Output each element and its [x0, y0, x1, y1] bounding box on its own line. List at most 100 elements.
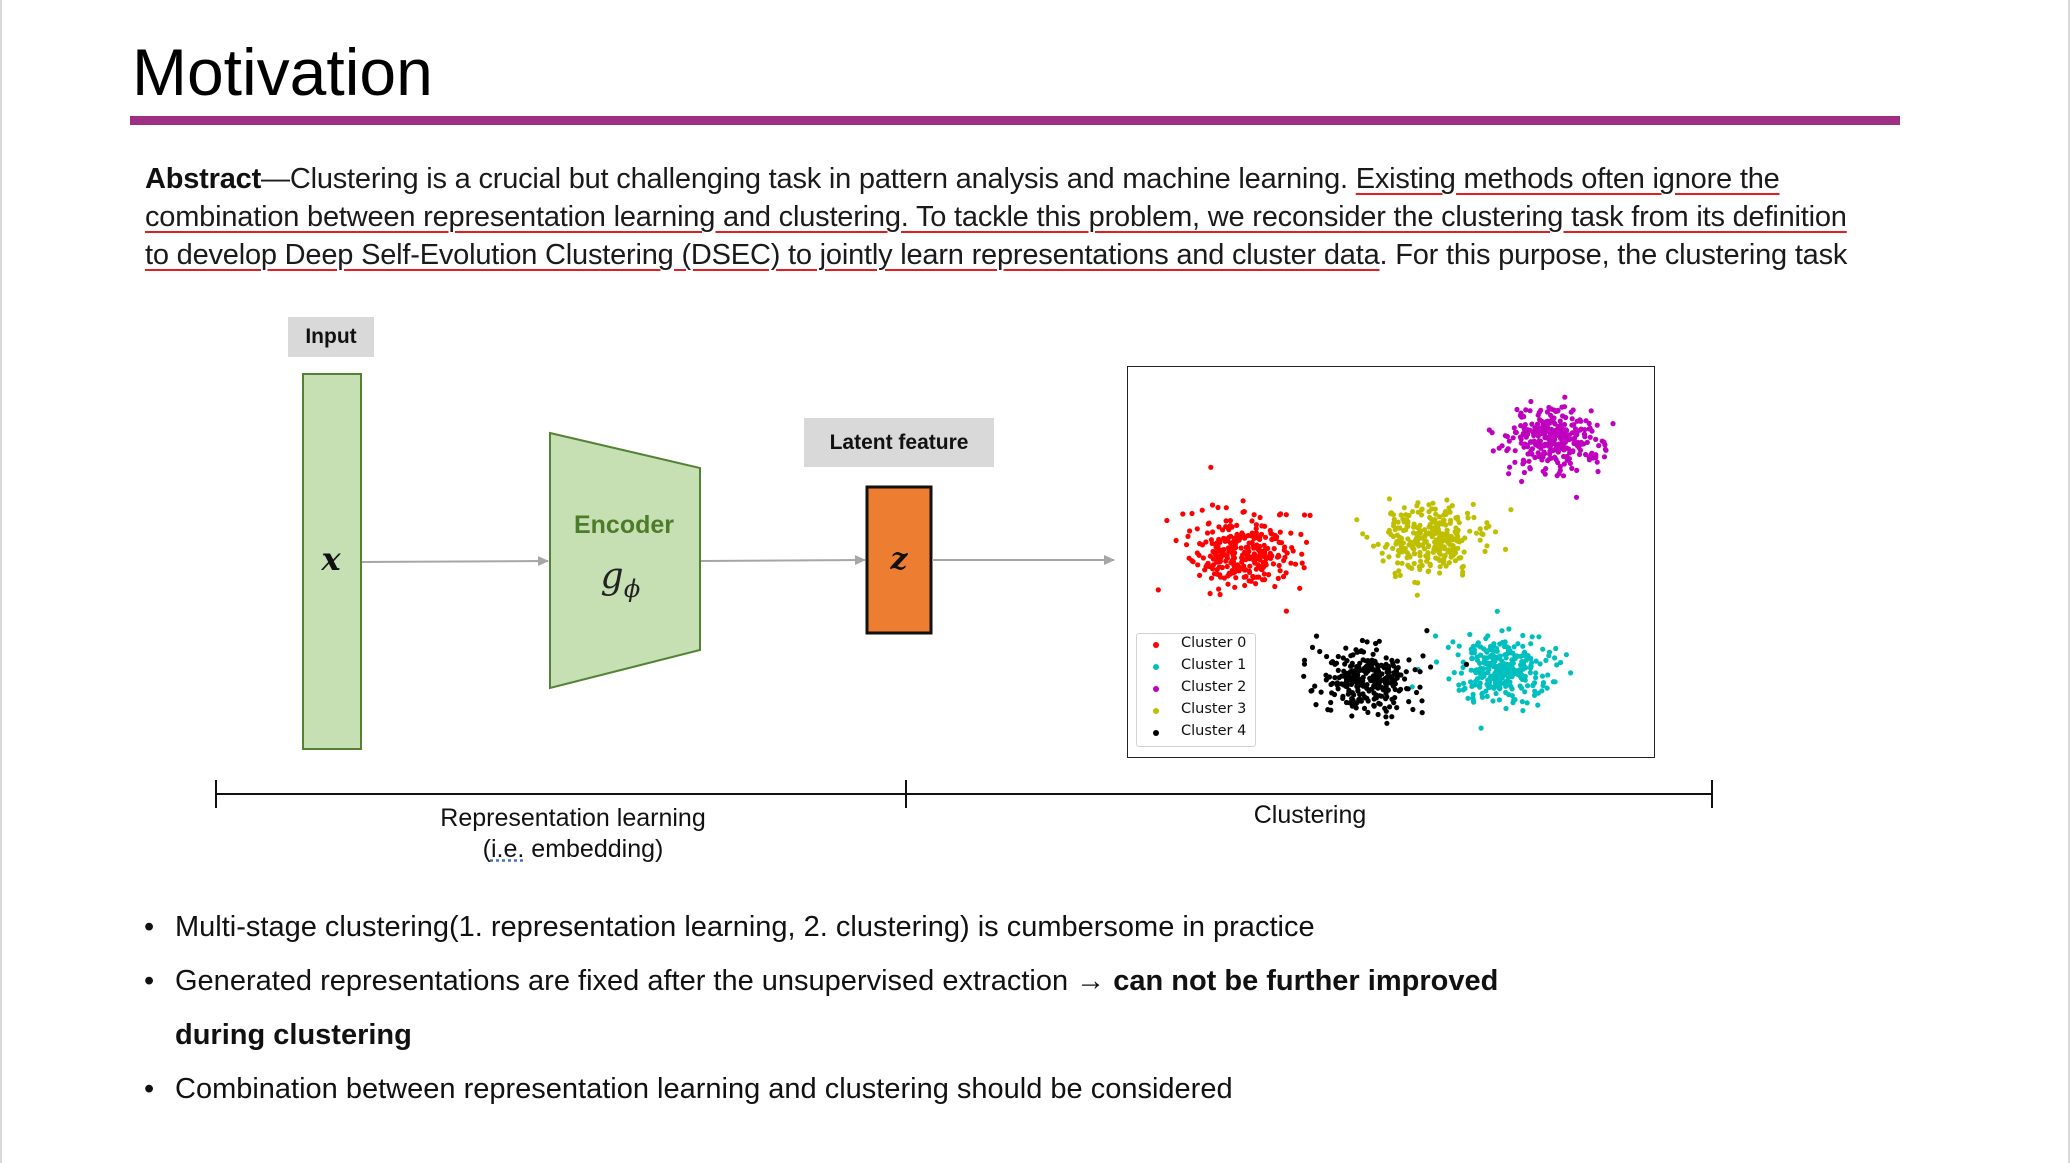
phase-label-representation-learning: Representation learning (i.e. embedding)	[373, 803, 773, 865]
cluster-point	[1557, 418, 1563, 424]
cluster-point	[1245, 544, 1251, 550]
cluster-point	[1391, 516, 1397, 522]
cluster-point	[1416, 564, 1422, 570]
cluster-point	[1527, 466, 1533, 472]
cluster-point	[1246, 540, 1252, 546]
abstract-text: —Clustering is a crucial but challenging…	[261, 163, 1356, 195]
cluster-point	[1455, 545, 1461, 551]
cluster-point	[1486, 427, 1492, 433]
cluster-point	[1524, 700, 1530, 706]
cluster-point	[1364, 639, 1370, 645]
cluster-point	[1443, 563, 1449, 569]
cluster-point	[1610, 421, 1616, 427]
cluster-point	[1234, 522, 1240, 528]
cluster-point	[1518, 410, 1524, 416]
cluster-point	[1223, 518, 1229, 524]
legend-item: Cluster 0	[1137, 634, 1255, 656]
cluster-point	[1252, 553, 1258, 559]
cluster-point	[1493, 690, 1499, 697]
cluster-point	[1576, 451, 1583, 457]
cluster-point	[1283, 608, 1289, 614]
cluster-point	[1380, 558, 1386, 564]
cluster-point	[1515, 671, 1521, 677]
cluster-legend: Cluster 0 Cluster 1 Cluster 2 Cluster 3 …	[1136, 633, 1256, 747]
cluster-point	[1214, 545, 1220, 551]
cluster-point	[1346, 688, 1352, 694]
cluster-point	[1569, 416, 1575, 422]
cluster-point	[1253, 522, 1259, 528]
cluster-point	[1527, 408, 1533, 414]
cluster-point	[1460, 687, 1466, 693]
cluster-point	[1262, 534, 1269, 540]
cluster-point	[1360, 649, 1367, 655]
cluster-point	[1392, 681, 1398, 687]
cluster-point	[1510, 700, 1516, 706]
cluster-point	[1312, 683, 1318, 689]
cluster-point	[1562, 394, 1568, 400]
cluster-point	[1240, 556, 1246, 562]
cluster-point	[1451, 670, 1457, 676]
cluster-point	[1526, 458, 1532, 464]
cluster-point	[1477, 680, 1483, 686]
cluster-point	[1544, 424, 1551, 430]
cluster-point	[1426, 509, 1432, 515]
cluster-point	[1433, 511, 1439, 517]
cluster-point	[1221, 546, 1227, 553]
cluster-point	[1528, 641, 1534, 647]
cluster-point	[1499, 628, 1505, 634]
cluster-point	[1257, 555, 1263, 561]
cluster-point	[1197, 572, 1203, 578]
cluster-point	[1484, 520, 1490, 526]
cluster-point	[1254, 542, 1260, 548]
cluster-point	[1594, 422, 1600, 428]
cluster-point	[1365, 709, 1371, 715]
cluster-point	[1587, 434, 1593, 440]
cluster-point	[1567, 436, 1573, 442]
cluster-point	[1539, 418, 1545, 424]
cluster-point	[1523, 665, 1529, 671]
abstract-line-2: combination between representation learn…	[145, 198, 1847, 236]
cluster-point	[1514, 406, 1520, 413]
cluster-point	[1465, 695, 1471, 701]
cluster-point	[1492, 658, 1498, 664]
cluster-point	[1425, 550, 1431, 556]
cluster-point	[1546, 653, 1552, 659]
cluster-point	[1301, 512, 1308, 518]
cluster-point	[1410, 706, 1416, 713]
cluster-point	[1582, 431, 1588, 438]
cluster-point	[1414, 592, 1420, 598]
cluster-point	[1412, 538, 1418, 544]
cluster-point	[1394, 705, 1400, 711]
cluster-point	[1447, 509, 1453, 515]
cluster-point	[1371, 702, 1377, 708]
cluster-point	[1557, 463, 1563, 470]
cluster-point	[1394, 532, 1400, 538]
cluster-point	[1441, 517, 1447, 523]
cluster-point	[1443, 522, 1449, 528]
cluster-point	[1443, 511, 1449, 517]
cluster-point	[1210, 529, 1216, 535]
cluster-point	[1231, 550, 1237, 556]
cluster-point	[1371, 690, 1377, 696]
cluster-point	[1404, 686, 1410, 692]
cluster-point	[1406, 699, 1412, 705]
cluster-point	[1454, 533, 1461, 539]
cluster-point	[1502, 433, 1508, 439]
slide-left-edge	[0, 0, 2, 1163]
cluster-point	[1505, 675, 1511, 681]
cluster-point	[1536, 634, 1542, 640]
cluster-point	[1376, 693, 1382, 699]
cluster-point	[1525, 431, 1531, 437]
cluster-point	[1202, 567, 1208, 573]
cluster-point	[1357, 660, 1363, 666]
cluster-point	[1437, 546, 1443, 553]
cluster-point	[1386, 554, 1392, 560]
cluster-point	[1568, 409, 1574, 415]
cluster-point	[1522, 422, 1528, 428]
cluster-point	[1207, 563, 1213, 570]
phase-label-line-1: Representation learning	[440, 804, 706, 832]
cluster-point	[1373, 647, 1380, 653]
cluster-point	[1444, 539, 1451, 545]
cluster-point	[1530, 429, 1536, 435]
abstract-highlight: combination between representation learn…	[145, 201, 1847, 233]
